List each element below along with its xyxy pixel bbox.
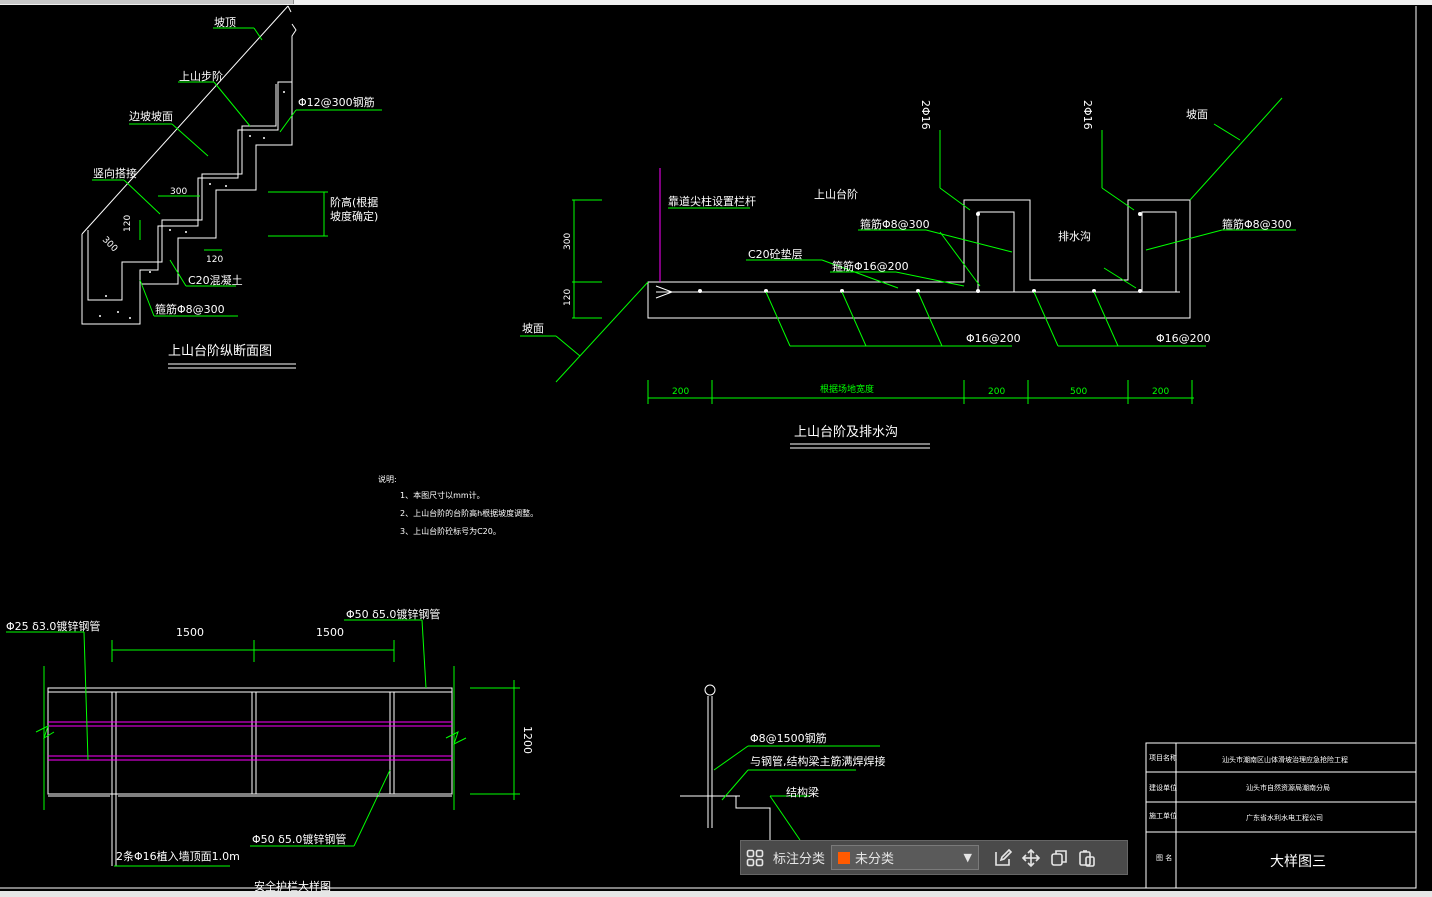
label-slope-top-right: 坡面 (1186, 108, 1208, 121)
notes-item-2: 2、上山台阶的台阶高h根据坡度调整。 (400, 508, 538, 518)
label-anchor: 2条Φ16植入墙顶面1.0m (116, 849, 240, 863)
label-pipe-50-top: Φ50 δ5.0镀锌钢管 (346, 607, 440, 621)
tab-strip-right[interactable] (133, 0, 294, 4)
notes-item-1: 1、本图尺寸以mm计。 (400, 490, 485, 500)
drain-section-drawing (520, 97, 1296, 449)
label-weld: 与钢管,结构梁主筋满焊焊接 (750, 754, 886, 768)
label-concrete: C20混凝土 (188, 273, 243, 287)
label-steps-drain: 上山台阶 (814, 187, 858, 201)
label-formwork: 竖向搭接 (93, 166, 137, 180)
notes-heading: 说明: (378, 474, 397, 484)
railing-labels: Φ25 δ3.0镀锌钢管 Φ50 δ5.0镀锌钢管 1500 1500 1200… (6, 607, 534, 893)
dim-width: 根据场地宽度 (820, 383, 874, 395)
label-railing-note: 靠道尖柱设置栏杆 (668, 194, 756, 208)
tb-project-label: 项目名称 (1149, 753, 1177, 762)
label-2phi16-left: 2Φ16 (919, 100, 932, 130)
tb-project-value: 汕头市潮南区山体滑坡治理应急抢险工程 (1222, 755, 1348, 764)
category-label: 标注分类 (773, 852, 826, 867)
tb-drawing-value: 大样图三 (1270, 854, 1326, 870)
railing-title: 安全护栏大样图 (254, 879, 331, 893)
dim-200a: 200 (672, 387, 689, 397)
grid-icon[interactable] (741, 844, 769, 872)
label-phi16-left: Φ16@200 (966, 332, 1021, 345)
label-stirrup-16: 箍筋Φ16@200 (832, 259, 909, 273)
dim-300-drain: 300 (563, 233, 573, 250)
chevron-down-icon: ▼ (963, 851, 973, 864)
label-post-rebar: Φ8@1500钢筋 (750, 731, 827, 745)
top-scrollbar[interactable] (0, 0, 1432, 5)
label-beam: 结构梁 (786, 785, 819, 799)
notes-block: 说明: 1、本图尺寸以mm计。 2、上山台阶的台阶高h根据坡度调整。 3、上山台… (378, 474, 538, 536)
category-dropdown[interactable]: 未分类 ▼ (831, 845, 980, 870)
label-rebar-8: 箍筋Φ8@300 (155, 302, 225, 316)
copy-icon[interactable] (1045, 844, 1073, 872)
label-c20: C20砼垫层 (748, 247, 803, 261)
label-rebar-12: Φ12@300钢筋 (298, 95, 375, 109)
label-slope-top: 坡顶 (214, 16, 236, 29)
dim-200b: 200 (988, 387, 1005, 397)
dim-1200: 1200 (521, 726, 534, 754)
label-phi16-right: Φ16@200 (1156, 332, 1211, 345)
railing-drawing (6, 619, 520, 867)
dim-1500b: 1500 (316, 626, 344, 639)
stair-section-title: 上山台阶纵断面图 (168, 344, 272, 359)
dim-300: 300 (170, 187, 187, 197)
label-slope-surface: 边坡坡面 (129, 110, 173, 123)
post-detail-labels: Φ8@1500钢筋 与钢管,结构梁主筋满焊焊接 结构梁 (750, 731, 886, 799)
dim-120-drain: 120 (563, 289, 573, 306)
dim-300b: 300 (100, 235, 119, 254)
move-icon[interactable] (1017, 844, 1045, 872)
label-2phi16-right: 2Φ16 (1081, 100, 1094, 130)
annotation-toolbar: 标注分类 未分类 ▼ (740, 840, 1128, 875)
label-slope-bottom: 坡面 (522, 322, 544, 335)
post-detail-drawing (680, 684, 880, 841)
tb-drawing-label: 图 名 (1156, 853, 1172, 862)
edit-icon[interactable] (989, 844, 1017, 872)
category-value: 未分类 (855, 852, 895, 867)
label-stirrup-right: 箍筋Φ8@300 (1222, 217, 1292, 231)
dim-120a: 120 (123, 215, 133, 232)
title-block-text: 项目名称 汕头市潮南区山体滑坡治理应急抢险工程 建设单位 汕头市自然资源局潮南分… (1149, 753, 1348, 870)
label-rise-note-1: 阶高(根据 (330, 195, 378, 209)
stair-section-labels: 坡顶 上山步阶 边坡坡面 竖向搭接 Φ12@300钢筋 300 120 120 … (93, 16, 378, 359)
bottom-scrollbar[interactable] (0, 891, 1432, 897)
dim-500: 500 (1070, 387, 1087, 397)
label-drain: 排水沟 (1058, 229, 1091, 243)
tb-contractor-label: 施工单位 (1149, 811, 1177, 820)
tb-client-label: 建设单位 (1149, 783, 1177, 792)
tb-client-value: 汕头市自然资源局潮南分局 (1246, 783, 1330, 792)
paste-icon[interactable] (1073, 844, 1101, 872)
title-block (1145, 742, 1417, 889)
label-rise-note-2: 坡度确定) (330, 209, 378, 223)
tb-contractor-value: 广东省水利水电工程公司 (1246, 813, 1323, 822)
stair-section-drawing (81, 5, 382, 369)
dim-200c: 200 (1152, 387, 1169, 397)
label-steps: 上山步阶 (179, 69, 223, 83)
dim-120b: 120 (206, 255, 223, 265)
drain-section-title: 上山台阶及排水沟 (794, 425, 898, 440)
category-color-swatch (838, 851, 851, 864)
label-stirrup-left: 箍筋Φ8@300 (860, 217, 930, 231)
label-pipe-50-bottom: Φ50 δ5.0镀锌钢管 (252, 832, 346, 846)
notes-item-3: 3、上山台阶砼标号为C20。 (400, 526, 501, 536)
drain-section-labels: 2Φ16 2Φ16 坡面 靠道尖柱设置栏杆 上山台阶 箍筋Φ8@300 排水沟 … (522, 100, 1292, 440)
dim-1500a: 1500 (176, 626, 204, 639)
label-pipe-25: Φ25 δ3.0镀锌钢管 (6, 619, 100, 633)
